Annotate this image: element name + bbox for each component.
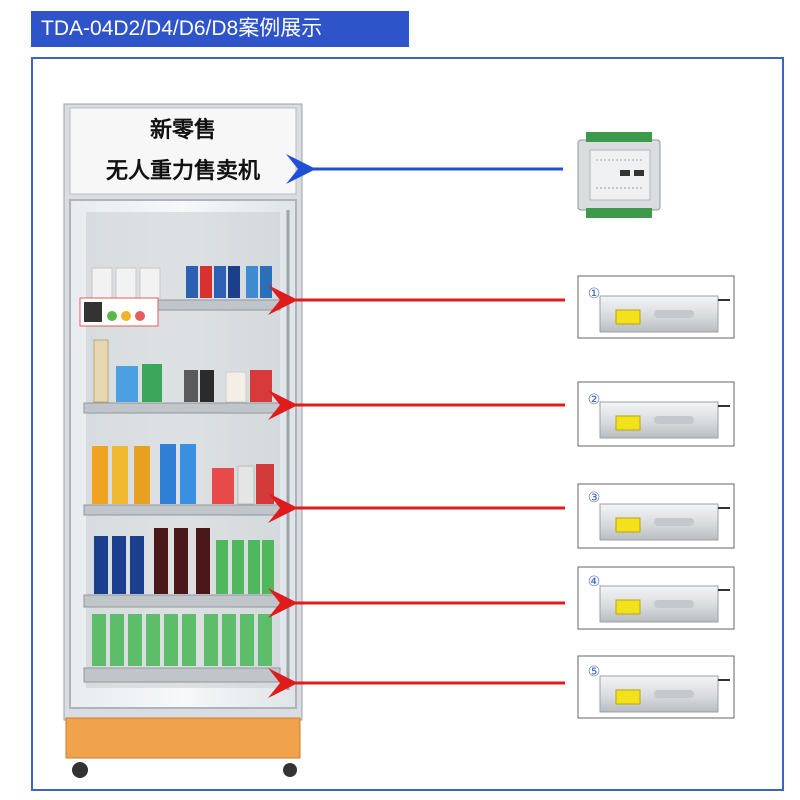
load-cell-box-4: ④ — [577, 566, 735, 630]
sensor-label-2: ② — [588, 392, 601, 408]
controller-module — [577, 132, 661, 218]
load-cell-box-1: ① — [577, 275, 735, 339]
products-shelf-4 — [94, 528, 274, 594]
caster-wheel — [283, 763, 297, 777]
load-cell-box-3: ③ — [577, 483, 735, 549]
sensor-label-3: ③ — [588, 490, 601, 506]
load-cell-5 — [599, 675, 730, 713]
sign-line-2: 无人重力售卖机 — [106, 158, 260, 184]
sign-line-1: 新零售 — [150, 117, 216, 143]
sensor-label-1: ① — [588, 286, 601, 302]
shelves — [83, 299, 281, 683]
load-cell-3 — [599, 503, 730, 541]
vending-cabinet: 新零售 无人重力售卖机 — [63, 103, 303, 778]
cabinet-sign: 新零售 无人重力售卖机 — [69, 107, 297, 195]
products-shelf-3 — [92, 444, 274, 505]
load-cell-box-2: ② — [577, 381, 735, 447]
load-cell-1 — [599, 295, 730, 333]
cabinet-base — [65, 717, 301, 759]
products-shelf-1 — [79, 266, 272, 327]
products-shelf-5 — [92, 614, 272, 666]
products-shelf-2 — [93, 339, 272, 403]
load-cell-4 — [599, 585, 730, 623]
sensor-label-5: ⑤ — [588, 664, 601, 680]
caster-wheel — [72, 762, 88, 778]
load-cell-2 — [599, 401, 730, 439]
page-title: TDA-04D2/D4/D6/D8案例展示 — [31, 11, 409, 47]
load-cell-box-5: ⑤ — [577, 655, 735, 719]
sensor-label-4: ④ — [588, 574, 601, 590]
